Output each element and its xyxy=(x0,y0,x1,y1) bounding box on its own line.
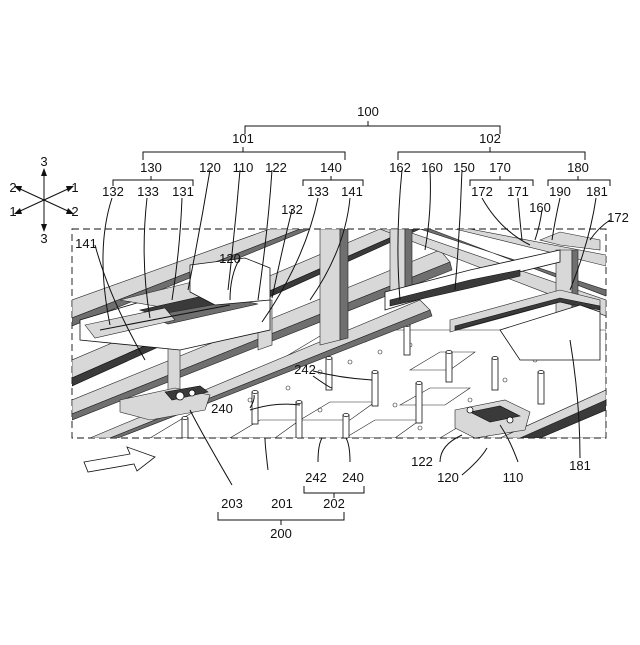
axis-down-label: 3 xyxy=(40,231,47,246)
ref-130: 130 xyxy=(140,160,162,175)
ref-160-top: 160 xyxy=(421,160,443,175)
axis-left-lower-label: 1 xyxy=(9,204,16,219)
ref-120-bottom: 120 xyxy=(437,470,459,485)
feed-direction-arrow xyxy=(84,447,155,472)
ref-122-bottom: 122 xyxy=(411,454,433,469)
ref-201: 201 xyxy=(271,496,293,511)
machine-drawing xyxy=(72,229,606,472)
ref-181-top: 181 xyxy=(586,184,608,199)
ref-170: 170 xyxy=(489,160,511,175)
ref-132-top: 132 xyxy=(102,184,124,199)
ref-133-top: 133 xyxy=(137,184,159,199)
ref-203: 203 xyxy=(221,496,243,511)
axis-right-lower-label: 2 xyxy=(71,204,78,219)
ref-141-top: 141 xyxy=(341,184,363,199)
ref-120-mid: 120 xyxy=(219,251,241,266)
ref-150: 150 xyxy=(453,160,475,175)
ref-202: 202 xyxy=(323,496,345,511)
ref-242-upper: 242 xyxy=(294,362,316,377)
ref-180: 180 xyxy=(567,160,589,175)
ref-171: 171 xyxy=(507,184,529,199)
ref-162: 162 xyxy=(389,160,411,175)
ref-102: 102 xyxy=(479,131,501,146)
axis-indicator: 3 3 2 1 1 2 xyxy=(9,154,78,246)
ref-133-right: 133 xyxy=(307,184,329,199)
ref-140: 140 xyxy=(320,160,342,175)
ref-132-mid: 132 xyxy=(281,202,303,217)
ref-160-right: 160 xyxy=(529,200,551,215)
ref-101: 101 xyxy=(232,131,254,146)
ref-131: 131 xyxy=(172,184,194,199)
axis-up-label: 3 xyxy=(40,154,47,169)
ref-141-left: 141 xyxy=(75,236,97,251)
ref-100: 100 xyxy=(357,104,379,119)
ref-242-lower: 242 xyxy=(305,470,327,485)
ref-110-bottom: 110 xyxy=(503,470,524,485)
ref-110-top: 110 xyxy=(233,160,254,175)
ref-190: 190 xyxy=(549,184,571,199)
ref-122-top: 122 xyxy=(265,160,287,175)
ref-240-right: 240 xyxy=(342,470,364,485)
ref-200: 200 xyxy=(270,526,292,541)
ref-181-bottom: 181 xyxy=(569,458,591,473)
ref-172-right: 172 xyxy=(607,210,629,225)
axis-left-upper-label: 2 xyxy=(9,180,16,195)
ref-120-top: 120 xyxy=(199,160,221,175)
ref-240-left: 240 xyxy=(211,401,233,416)
axis-right-upper-label: 1 xyxy=(71,180,78,195)
ref-172-top: 172 xyxy=(471,184,493,199)
